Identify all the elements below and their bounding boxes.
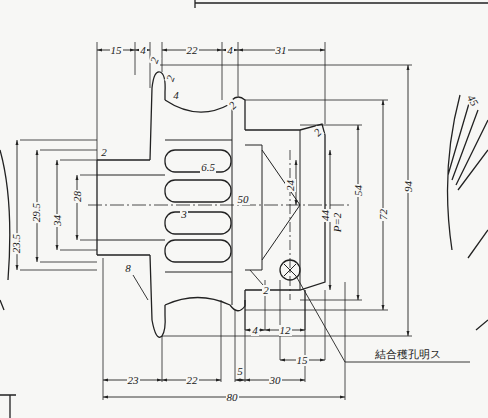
dimension-value: 24 [285, 179, 296, 192]
dimension-value: 80 [226, 392, 239, 403]
dimension-value: 2 [165, 73, 178, 84]
note-text: 結合穫孔明ス [374, 349, 442, 360]
dimension-lines [17, 50, 408, 397]
dimension-value: 4 [226, 45, 234, 56]
dimension-value: 23.5 [12, 232, 23, 253]
dimension-value: 45 [464, 92, 480, 109]
dimension-value: 3 [180, 209, 188, 220]
dimension-value: 28 [72, 190, 83, 203]
dimension-value: 8 [124, 263, 132, 274]
dimension-value: 6.5 [200, 162, 216, 173]
dimension-value: 22 [186, 45, 199, 56]
dimension-value: 2 [149, 55, 162, 66]
dimension-value: 50 [237, 194, 250, 205]
dimension-value: 29.5 [32, 201, 43, 222]
dimension-value: 34 [52, 214, 63, 227]
dimension-value: 2 [226, 98, 239, 111]
dimension-value: 5 [236, 366, 244, 377]
dimension-value: 44 [320, 209, 331, 222]
dimension-value: 4 [172, 90, 180, 101]
dimension-value: 94 [403, 180, 414, 193]
dimension-value: P=2 [333, 211, 344, 233]
dimension-value: 12 [279, 325, 292, 336]
dimension-value: 30 [269, 375, 282, 386]
dimension-value: 2 [262, 285, 270, 296]
dimension-value: 22 [186, 375, 199, 386]
dimension-value: 23 [127, 375, 140, 386]
dimension-value: 31 [275, 45, 288, 56]
dimension-value: 4 [251, 325, 259, 336]
dimension-value: 72 [378, 208, 389, 221]
dimension-value: 15 [110, 45, 123, 56]
dimension-value: 15 [296, 355, 309, 366]
dimension-value: 54 [353, 184, 364, 197]
dimension-value: 2 [311, 125, 324, 138]
dimension-value: 4 [139, 45, 147, 56]
dimension-value: 2 [100, 147, 108, 158]
